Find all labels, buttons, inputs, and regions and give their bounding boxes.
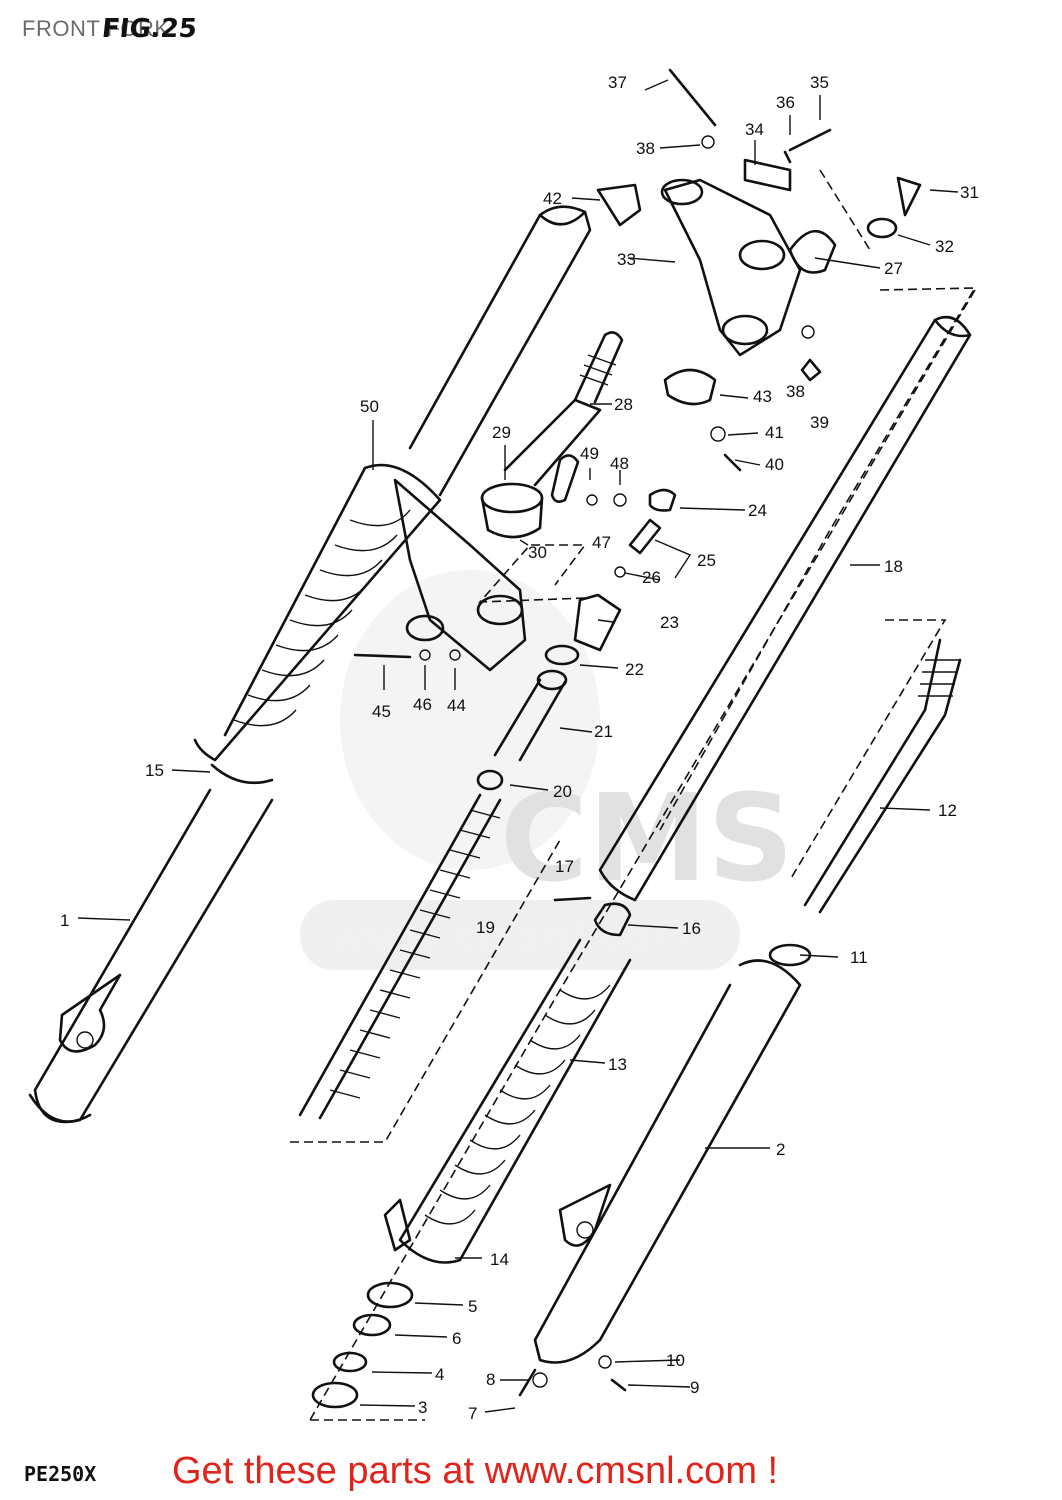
callout-39: 39 — [810, 413, 829, 432]
callout-6: 6 — [452, 1329, 461, 1348]
callout-14: 14 — [490, 1250, 509, 1269]
guide-lines — [290, 169, 977, 1421]
callout-36: 36 — [776, 93, 795, 112]
callout-27: 27 — [884, 259, 903, 278]
callout-21: 21 — [594, 722, 613, 741]
callout-49: 49 — [580, 444, 599, 463]
callout-40: 40 — [765, 455, 784, 474]
callout-3: 3 — [418, 1398, 427, 1417]
left-fork-assembly — [28, 205, 592, 1124]
callout-34: 34 — [745, 120, 764, 139]
callout-18: 18 — [884, 557, 903, 576]
callout-26: 26 — [642, 568, 661, 587]
callout-41: 41 — [765, 423, 784, 442]
callout-7: 7 — [468, 1404, 477, 1423]
page-title: FRONT FORK — [22, 16, 170, 41]
lower-bracket-assembly — [353, 331, 677, 672]
callouts: 1 2 3 4 5 6 7 8 9 10 11 12 13 14 15 16 1… — [60, 73, 979, 1423]
callout-31: 31 — [960, 183, 979, 202]
callout-45: 45 — [372, 702, 391, 721]
callout-28: 28 — [614, 395, 633, 414]
callout-17: 17 — [555, 857, 574, 876]
figure-label: FIG.25 — [100, 14, 199, 44]
center-parts — [298, 593, 632, 1409]
top-bracket-assembly — [596, 68, 922, 472]
callout-12: 12 — [938, 801, 957, 820]
callout-29: 29 — [492, 423, 511, 442]
callout-32: 32 — [935, 237, 954, 256]
callout-33: 33 — [617, 250, 636, 269]
callout-25: 25 — [697, 551, 716, 570]
callout-13: 13 — [608, 1055, 627, 1074]
callout-10: 10 — [666, 1351, 685, 1370]
callout-16: 16 — [682, 919, 701, 938]
callout-50: 50 — [360, 397, 379, 416]
callout-35: 35 — [810, 73, 829, 92]
callout-9: 9 — [690, 1378, 699, 1397]
right-fork-assembly — [533, 315, 972, 1364]
leader-lines — [77, 79, 959, 1413]
callout-47: 47 — [592, 533, 611, 552]
callout-4: 4 — [435, 1365, 444, 1384]
promo-link-text[interactable]: Get these parts at www.cmsnl.com ! — [172, 1450, 779, 1492]
model-code: PE250X — [24, 1462, 97, 1486]
callout-1: 1 — [60, 911, 69, 930]
callout-2: 2 — [776, 1140, 785, 1159]
watermark-logo: CMS www.cmsnl.com — [300, 570, 794, 970]
callout-22: 22 — [625, 660, 644, 679]
callout-42: 42 — [543, 189, 562, 208]
callout-23: 23 — [660, 613, 679, 632]
callout-15: 15 — [145, 761, 164, 780]
callout-48: 48 — [610, 454, 629, 473]
callout-24: 24 — [748, 501, 767, 520]
callout-44: 44 — [447, 696, 466, 715]
callout-43: 43 — [753, 387, 772, 406]
callout-30: 30 — [528, 543, 547, 562]
callout-38-lower: 38 — [786, 382, 805, 401]
callout-19: 19 — [476, 918, 495, 937]
callout-46: 46 — [413, 695, 432, 714]
callout-8: 8 — [486, 1370, 495, 1389]
watermark-url-text: www.cmsnl.com — [330, 914, 693, 960]
callout-11: 11 — [850, 948, 868, 967]
callout-20: 20 — [553, 782, 572, 801]
callout-37: 37 — [608, 73, 627, 92]
callout-38-upper: 38 — [636, 139, 655, 158]
callout-5: 5 — [468, 1297, 477, 1316]
